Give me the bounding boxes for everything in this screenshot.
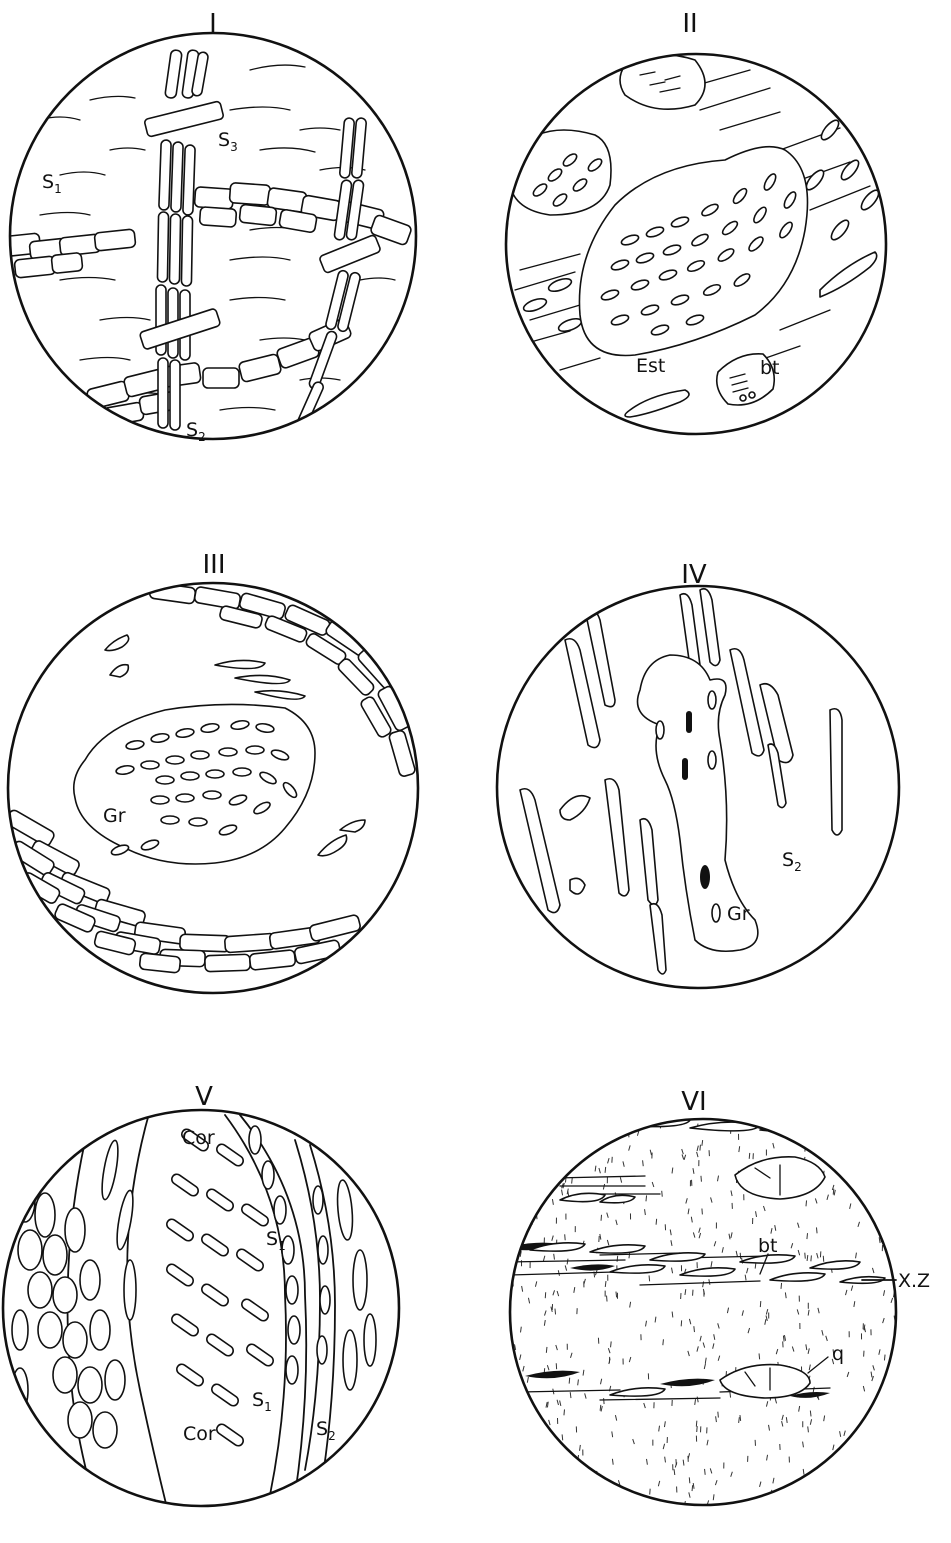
porphyroblast-gr [74, 704, 315, 864]
panel-VI-label-q: q [832, 1343, 844, 1365]
panel-IV-drawing [520, 589, 842, 974]
panel-II-drawing [510, 55, 882, 417]
panel-IV: IV [497, 560, 899, 988]
panel-IV-label-gr: Gr [727, 903, 750, 925]
panel-III-title: III [202, 550, 225, 580]
panel-III-label-gr: Gr [103, 805, 126, 827]
panel-V: V [3, 1082, 399, 1520]
panel-I: I [0, 9, 416, 444]
panel-II-label-est: Est [636, 355, 665, 377]
s1-grain-band-left [0, 229, 136, 278]
panel-IV-label-s2: S2 [782, 849, 802, 874]
panel-VI-title: VI [681, 1087, 706, 1117]
panel-III: III [4, 550, 418, 993]
elongate-grain-lower [625, 390, 689, 417]
panel-V-label-s2: S2 [316, 1418, 336, 1443]
panel-V-drawing [12, 1110, 376, 1520]
cleavage-zone-left [12, 1110, 170, 1520]
mica-band-lower [520, 1365, 830, 1400]
panel-II-label-bt: bt [760, 357, 780, 379]
panel-V-label-cor-top: Cor [182, 1127, 215, 1149]
panel-VI: VI [505, 1087, 930, 1507]
elongate-grain-right [820, 252, 877, 297]
panel-VI-q-leader [808, 1357, 828, 1373]
panel-VI-label-xz: X.Z [898, 1270, 930, 1292]
panel-I-title: I [209, 9, 217, 39]
panel-II-title: II [682, 9, 697, 39]
panel-VI-field-of-view [510, 1119, 896, 1505]
panel-VI-label-bt: bt [758, 1235, 778, 1257]
panel-I-label-s1: S1 [42, 171, 62, 196]
mica-band-upper [555, 1157, 825, 1203]
panel-V-title: V [195, 1082, 213, 1112]
panel-V-label-s1-upper: S1 [266, 1228, 286, 1253]
panel-I-drawing [0, 50, 412, 440]
panel-I-label-s3: S3 [218, 129, 238, 154]
panel-V-label-s1-lower: S1 [252, 1389, 272, 1414]
panel-I-label-s2: S2 [186, 419, 206, 444]
panel-V-label-cor-bottom: Cor [183, 1423, 216, 1445]
s2-vein-right [291, 118, 366, 440]
panel-II: II [506, 9, 886, 434]
s1-grain-band-right [194, 183, 412, 246]
mica-band-middle [505, 1243, 885, 1285]
